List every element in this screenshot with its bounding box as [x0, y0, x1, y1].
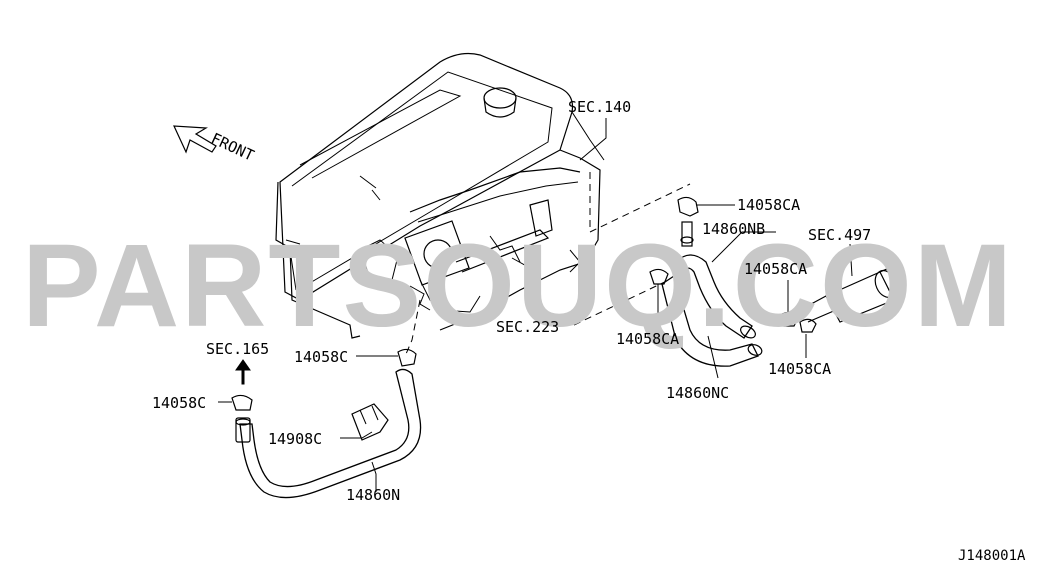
label-14058ca-right: 14058CA [768, 360, 831, 378]
label-14908c: 14908C [268, 430, 322, 448]
clamp-icon [799, 318, 817, 333]
clamp-icon [649, 268, 669, 285]
clamp-icon [781, 312, 799, 327]
diagram-id: J148001A [958, 548, 1026, 564]
label-14860n: 14860N [346, 486, 400, 504]
front-label: FRONT [208, 129, 257, 164]
label-14058ca-top: 14058CA [737, 196, 800, 214]
engine-assembly [275, 52, 605, 339]
valve-component [781, 243, 905, 358]
lower-hose-assembly [218, 348, 422, 499]
label-14058c-upper: 14058C [294, 348, 348, 366]
heater-hose-assembly [649, 196, 776, 379]
watermark-text: PARTSOUQ.COM [22, 220, 1014, 352]
label-14860nb: 14860NB [702, 220, 765, 238]
label-sec223: SEC.223 [496, 318, 559, 336]
section-leaders [405, 118, 691, 355]
clamp-icon [231, 394, 253, 411]
label-14058ca-left: 14058CA [616, 330, 679, 348]
label-14058ca-mid: 14058CA [744, 260, 807, 278]
label-sec497: SEC.497 [808, 226, 871, 244]
label-14860nc: 14860NC [666, 384, 729, 402]
clamp-icon [677, 196, 699, 217]
label-sec165: SEC.165 [206, 340, 269, 358]
label-sec140: SEC.140 [568, 98, 631, 116]
up-arrow-icon [235, 359, 251, 385]
clamp-icon [397, 348, 417, 367]
front-arrow-icon [173, 125, 217, 154]
label-14058c-lower: 14058C [152, 394, 206, 412]
